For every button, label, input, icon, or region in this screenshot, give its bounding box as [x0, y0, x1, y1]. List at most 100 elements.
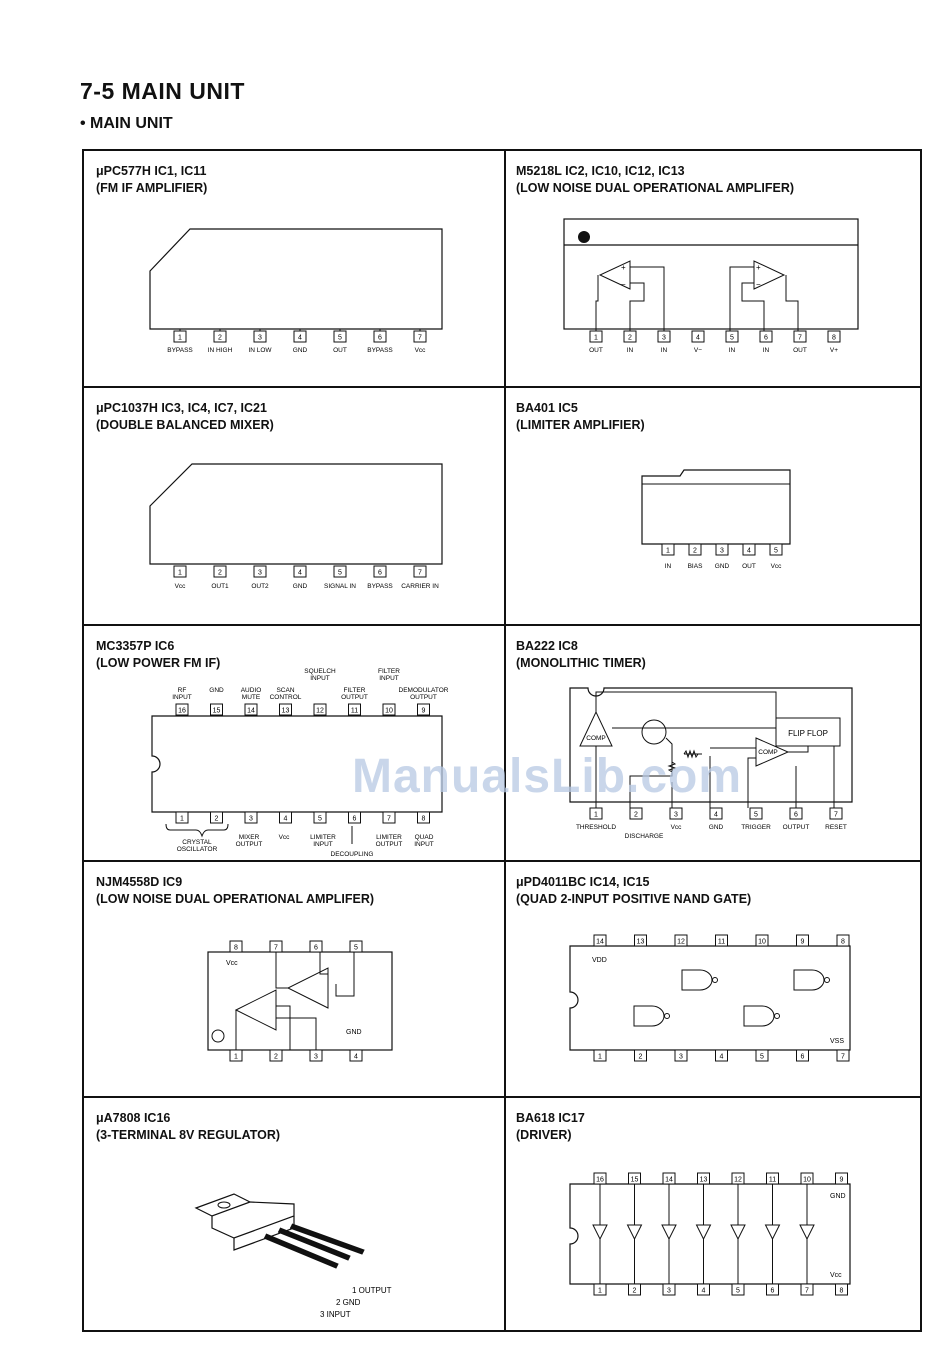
- pin-box: [836, 934, 850, 947]
- ic-description: (MONOLITHIC TIMER): [516, 656, 646, 670]
- pin-box: [662, 1283, 676, 1296]
- pin-label: Vcc: [671, 824, 683, 831]
- grid-divider-row: [84, 624, 922, 626]
- pin-number: 5: [354, 945, 358, 952]
- pin-box: [829, 807, 843, 820]
- pin-label: BIAS: [688, 563, 703, 570]
- pin-label: IN: [627, 347, 634, 354]
- pin-box: [755, 934, 769, 947]
- pin-number: 2: [639, 1054, 643, 1061]
- pin-box: [213, 330, 227, 343]
- pin-box: [657, 330, 671, 343]
- pin-number: 5: [318, 816, 322, 823]
- pin-label: OUTPUT: [783, 824, 810, 831]
- ic-cell-ba222: BA222 IC8 (MONOLITHIC TIMER) FLIP FLOP C…: [504, 626, 922, 860]
- driver-buffer: [799, 1224, 815, 1241]
- pin-box: [709, 807, 723, 820]
- pin-number: 8: [841, 939, 845, 946]
- pin-number: 3: [679, 1054, 683, 1061]
- pin-number: 2: [693, 548, 697, 555]
- pin-label: Vcc: [279, 834, 291, 841]
- ic-cell-upc1037h: μPC1037H IC3, IC4, IC7, IC21 (DOUBLE BAL…: [84, 388, 504, 624]
- pin-number: 7: [834, 812, 838, 819]
- pin-box: [593, 1283, 607, 1296]
- pin-number: 11: [769, 1177, 776, 1184]
- pin-number: 1: [234, 1054, 238, 1061]
- pin-number: 6: [314, 945, 318, 952]
- pin-box: [244, 703, 258, 716]
- pin-number: 10: [803, 1177, 811, 1184]
- pin-number: 4: [298, 335, 302, 342]
- pin-number: 7: [805, 1288, 809, 1295]
- pin-number: 6: [764, 335, 768, 342]
- pin-number: 3: [314, 1054, 318, 1061]
- pin-box: [674, 1049, 688, 1062]
- pin-box: [349, 1049, 363, 1062]
- pin-number: 1: [598, 1054, 602, 1061]
- to220-package-diagram: 1 OUTPUT 2 GND 3 INPUT: [194, 1193, 392, 1319]
- pin-number: 12: [677, 939, 685, 946]
- pin-label: THRESHOLD: [576, 824, 616, 831]
- pin-box: [715, 543, 729, 556]
- pin-label: Vcc: [175, 583, 187, 590]
- pin-box: [382, 811, 396, 824]
- ic-cell-ua7808: μA7808 IC16 (3-TERMINAL 8V REGULATOR) 1 …: [84, 1098, 504, 1332]
- pin-box: [293, 330, 307, 343]
- pin-label: OUT: [742, 563, 756, 570]
- pin-number: 9: [801, 939, 805, 946]
- pin-label: V+: [830, 347, 838, 354]
- pin-box: [333, 565, 347, 578]
- pin-box: [413, 330, 427, 343]
- pin-number: 15: [213, 708, 221, 715]
- pin-box: [715, 934, 728, 947]
- ic-cell-m5218l: M5218L IC2, IC10, IC12, IC13 (LOW NOISE …: [504, 151, 922, 386]
- pin-number: 12: [316, 708, 324, 715]
- vss-label: VSS: [830, 1038, 844, 1045]
- pin-number: 5: [730, 335, 734, 342]
- pin-label: OUT: [793, 347, 807, 354]
- pin-box: [835, 1283, 848, 1296]
- pin-number: 10: [758, 939, 766, 946]
- pin-box: [244, 811, 258, 824]
- pin-number: 4: [696, 335, 700, 342]
- pin-number: 6: [378, 335, 382, 342]
- pin-number: 6: [794, 812, 798, 819]
- driver-buffer: [695, 1224, 712, 1241]
- pin-number: 2: [274, 1054, 278, 1061]
- driver-buffer: [764, 1224, 781, 1241]
- pin-number: 5: [736, 1288, 740, 1295]
- pin-box: [309, 1049, 323, 1062]
- pin-label: OUT1: [211, 583, 229, 590]
- pin-box: [715, 1049, 728, 1062]
- pin-number: 4: [284, 816, 288, 823]
- pin-box: [417, 811, 430, 824]
- pin-box: [725, 330, 739, 343]
- pin-number: 2: [633, 1288, 637, 1295]
- pin-box: [213, 565, 227, 578]
- comp-label: COMP: [586, 735, 606, 742]
- pin-number: 3: [720, 548, 724, 555]
- driver-buffer: [661, 1224, 677, 1241]
- nand-gate: [681, 969, 713, 991]
- pin-box: [373, 565, 387, 578]
- flip-flop-label: FLIP FLOP: [788, 729, 828, 738]
- ic-part-name: μPD4011BC IC14, IC15: [516, 875, 650, 889]
- pin-box: [313, 811, 327, 824]
- pin-box: [769, 543, 783, 556]
- pin-number: 6: [771, 1288, 775, 1295]
- pin-box: [669, 807, 683, 820]
- pin-label: BYPASS: [367, 347, 393, 354]
- pin-label: IN LOW: [248, 347, 272, 354]
- pin-number: 11: [718, 939, 725, 946]
- pin-box: [417, 703, 430, 716]
- pin-box: [796, 1049, 809, 1062]
- section-subtitle: • MAIN UNIT: [80, 115, 173, 132]
- pin-number: 3: [249, 816, 253, 823]
- pin-number: 8: [422, 816, 426, 823]
